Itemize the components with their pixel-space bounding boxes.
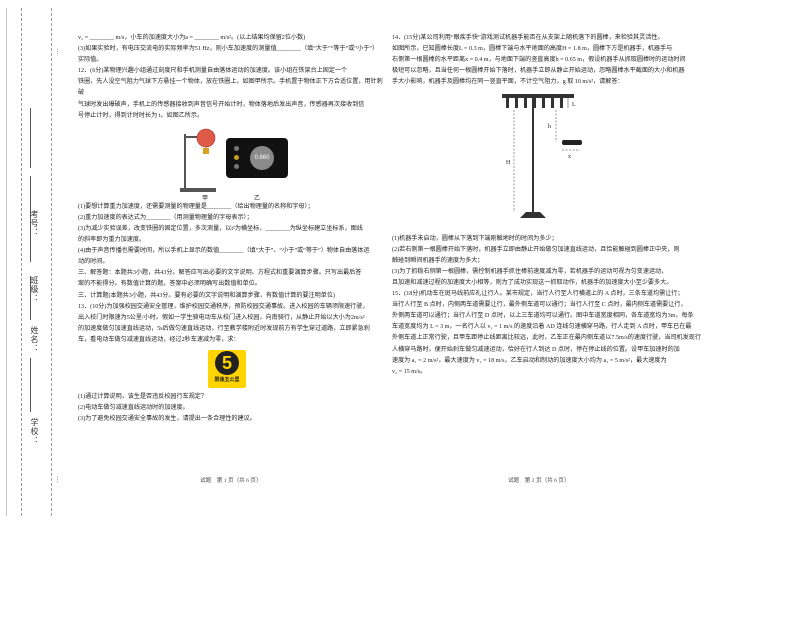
text-line: 车，看电动车做匀减速直线运动，经过2秒车速减为零，求： bbox=[78, 336, 240, 343]
fold-line-outer bbox=[21, 8, 22, 516]
text-line: 的加速度做匀加速直线运动，5s后做匀速直线运动，行至教学楼附近时发现前方有学生穿… bbox=[78, 325, 370, 332]
name-blank[interactable] bbox=[30, 276, 31, 320]
text-line: (2)电动车做匀减速直线运动时的加速度。 bbox=[78, 405, 189, 412]
page2-column: 14．(15分)某公司利用“眼疾手快”游戏测试机器手能否在从支架上随机落下的圆棒… bbox=[392, 33, 704, 378]
text-line: (3)为了抓稳右侧第一根圆棒，需控制机器手抓住棒前速度减为零，若机器手的运动可视… bbox=[392, 268, 668, 275]
name-label: 姓名： bbox=[30, 326, 39, 353]
text-line: 外侧车道上正常行驶，且甲车距停止线距离比较远，此时，乙车正在最内侧车道以7.5m… bbox=[392, 335, 701, 342]
figure-12: 0.660 甲 乙 bbox=[78, 124, 384, 202]
text-line: 15．(18分)机动车在斑马线前应礼让行人。某市规定，当行人行至人行横道上的 A… bbox=[392, 291, 684, 298]
exam-number-label: 考号： bbox=[30, 210, 39, 237]
page2-footer: 试题 第 2 页（共 6 页） bbox=[508, 478, 570, 484]
binding-strip: 学校： 姓名： 班级： 考号： … … bbox=[6, 8, 63, 516]
speed-limit-sign: 5 限速五公里 bbox=[208, 349, 246, 388]
text-line: 12．(6分)某物理兴趣小组通过刻度尺和手机测量自由落体运动的加速度。该小组在铁… bbox=[78, 68, 348, 75]
text-line: 14．(15分)某公司利用“眼疾手快”游戏测试机器手能否在从支架上随机落下的圆棒… bbox=[392, 35, 664, 41]
page1-column: v₂ = ________ m/s，小车的加速度大小为a = ________ … bbox=[78, 33, 384, 425]
text-line: v₂ = ________ m/s，小车的加速度大小为a = ________ … bbox=[78, 35, 306, 41]
text-line: 如图所示，已知圆棒长度L = 0.3 m，圆棒下端与水平地面的高度H = 1.8… bbox=[392, 46, 673, 53]
phone-timer-figure: 0.660 bbox=[226, 137, 288, 178]
text-line: (1)通过计算说明，该生是否违反校园行车规定？ bbox=[78, 393, 207, 400]
phone-button-icon bbox=[234, 163, 239, 169]
text-line: 外侧两车道可以通行；当行人行至 D 点时，以上三车道均可以通行。图中车道宽度相同… bbox=[392, 313, 694, 320]
school-label: 学校： bbox=[30, 418, 39, 445]
text-line: 铁圈，先人没空气阻力气球下方悬挂一个物体，放在铁圈上，如图甲所示。手机置于物体正… bbox=[78, 79, 383, 97]
page1-footer: 试题 第 1 页（共 6 页） bbox=[200, 478, 262, 484]
text-line: 触碰到瞬间机器手的速度为多大； bbox=[392, 257, 484, 264]
speed-limit-number: 5 bbox=[215, 350, 239, 375]
text-line: (3)如果实验时，有电压交流电的实际频率为51 Hz，则小车加速度的测量值___… bbox=[78, 46, 379, 64]
exam-number-blank[interactable] bbox=[30, 108, 31, 168]
class-blank[interactable] bbox=[30, 176, 31, 262]
phone-button-icon bbox=[234, 154, 239, 160]
figure-caption-b: 乙 bbox=[254, 195, 261, 202]
text-line: 三、解答题：本题共3小题，共43分。解答应写出必要的文字说明、方程式和重要演算步… bbox=[78, 270, 362, 277]
robot-hand-rod-figure: L h H x bbox=[502, 94, 582, 219]
speed-limit-text: 限速五公里 bbox=[214, 376, 240, 383]
text-line: v₂ = 15 m/s。 bbox=[392, 368, 427, 375]
text-line: 出入校门时限速为5公里/小时。假如一学生骑电动车从校门进入校园，向南骑行，从静止… bbox=[78, 314, 365, 321]
class-label: 班级： bbox=[30, 276, 39, 303]
text-line: 当行人行至 B 点时，内侧两车道需要让行，最外侧车道可以通行；当行人行至 C 点… bbox=[392, 302, 687, 309]
text-line: 的斜率即为重力加速度。 bbox=[78, 237, 146, 244]
fold-line-inner bbox=[51, 8, 52, 516]
text-line: 右侧第一根圆棒的水平距离x = 0.4 m，与地面下端的竖直高度h = 0.65… bbox=[392, 57, 686, 64]
text-line: (1)要想计算重力加速度，还需要测量的物理量是________（给出物理量的名称… bbox=[78, 203, 314, 210]
text-line: 手大小影响，机器手及圆棒均在同一竖直平面，不计空气阻力，g 取 10 m/s²，… bbox=[392, 79, 624, 86]
text-line: 案的不能得分。有数值计算的题，答案中必须明确写出数值和单位。 bbox=[78, 281, 261, 288]
text-line: 速度为 a₁ = 2 m/s²，最大速度为 v₁ = 18 m/s，乙车启动和制… bbox=[392, 357, 667, 364]
text-line: (4)由于声音传播也需要时间，所以手机上显示的数值________（填“大于”、… bbox=[78, 248, 370, 255]
school-blank[interactable] bbox=[30, 358, 31, 412]
text-line: 13．(10分)为加强校园交通安全管理，维护校园交通秩序，预防校园交通事故。进入… bbox=[78, 303, 369, 310]
figure-caption-a: 甲 bbox=[202, 195, 209, 202]
fold-mark-top: … bbox=[55, 48, 63, 55]
text-line: (2)若右侧第一根圆棒开始下落时，机器手立即由静止开始做匀加速直线运动，且恰能触… bbox=[392, 246, 680, 253]
text-line: 动的时间。 bbox=[78, 259, 109, 266]
figure-label-H: H bbox=[506, 160, 511, 166]
text-line: (2)重力加速度的表达式为________（用测量物理量的字母表示）； bbox=[78, 214, 253, 221]
phone-button-icon bbox=[234, 145, 239, 151]
text-line: 号停止计时，得到计时时长为 t，如图乙所示。 bbox=[78, 112, 204, 119]
text-line: (3)为了避免校园交通安全事故的发生，请提出一条合理性的建议。 bbox=[78, 416, 256, 423]
text-line: (3)为减少实验误差，改变铁圈的固定位置，多次测量，以t²为横坐标，______… bbox=[78, 225, 363, 232]
phone-timer-display: 0.660 bbox=[250, 145, 274, 170]
text-line: 气球时发出爆破声，手机上的传感器接收到声音信号开始计时，物体落地后发出声音，传感… bbox=[78, 101, 365, 108]
robot-hand-icon bbox=[562, 140, 582, 146]
text-line: 人横穿马路时，便开始刹车做匀减速运动，恰好在行人到达 D 点时，停在停止线的位置… bbox=[392, 346, 680, 353]
text-line: 车道宽度均为 L = 3 m，一名行人以 v₁ = 1 m/s 的速度沿着 AD… bbox=[392, 324, 692, 331]
figure-label-h: h bbox=[548, 124, 551, 130]
text-line: 且加速和减速过程的加速度大小相等，则为了成功实现这一抓取动作，机器手的加速度大小… bbox=[392, 279, 673, 286]
fold-mark-bottom: … bbox=[55, 476, 63, 483]
text-line: 极短可以忽略，且当任何一根圆棒开始下落时，机器手立即从静止开始运动，忽略圆棒水平… bbox=[392, 68, 685, 75]
figure-label-x: x bbox=[568, 154, 571, 160]
figure-label-L: L bbox=[572, 102, 576, 108]
text-line: 三、计算题(本题共3小题，共43分。要有必要的文字说明和演算步骤，有数值计算的要… bbox=[78, 292, 335, 299]
text-line: (1)机器手未启动，圆棒从下落到下端刚触地时的时间为多少； bbox=[392, 235, 558, 242]
stand-with-balloon-figure bbox=[180, 128, 216, 192]
